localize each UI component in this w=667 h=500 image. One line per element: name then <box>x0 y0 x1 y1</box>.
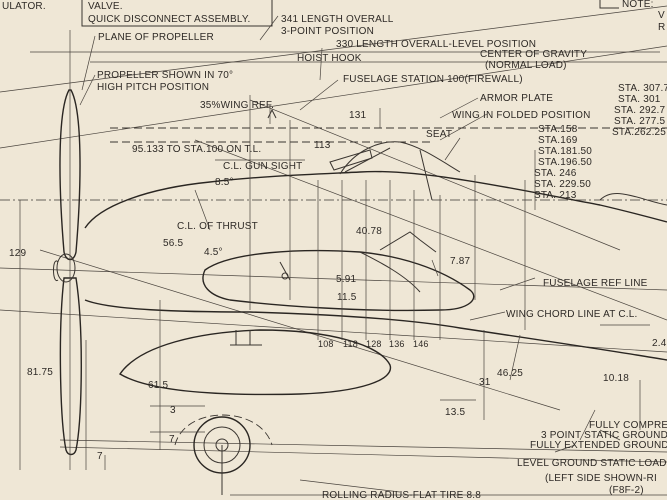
cockpit-details <box>267 108 437 281</box>
sta-to-100-label: 95.133 TO STA.100 ON T.L. <box>132 144 261 155</box>
length-overall-label: 341 LENGTH OVERALL <box>281 14 394 25</box>
length-level-label: 330 LENGTH OVERALL-LEVEL POSITION <box>336 39 536 50</box>
normal-load-label: (NORMAL LOAD) <box>485 60 567 71</box>
fuselage <box>84 141 667 361</box>
dim-4-5: 4.5° <box>204 247 223 258</box>
notes-line-1: ULATOR. <box>2 1 46 12</box>
dim-2-48: 2.48 <box>652 338 667 349</box>
dim-61-5: 61.5 <box>148 380 169 391</box>
dim-128: 128 <box>366 339 382 349</box>
sta-right-4: STA.262.25 <box>612 127 666 138</box>
dim-131: 131 <box>349 110 367 121</box>
wing-ref-label: 35%WING REF. <box>200 100 274 111</box>
sta-right-3: STA. 277.5 <box>614 116 666 127</box>
sta-center-1: STA.169 <box>538 135 578 146</box>
wing-chord-label: WING CHORD LINE AT C.L. <box>506 309 637 320</box>
static-ground-label: 3 POINT STATIC GROUND L <box>541 430 667 441</box>
construction-lines <box>0 5 667 496</box>
fully-extended-label: FULLY EXTENDED GROUND <box>530 440 667 451</box>
dim-81-75: 81.75 <box>27 367 53 378</box>
rolling-radius-label: ROLLING RADIUS-FLAT TIRE 8.8 <box>322 490 481 500</box>
sta-center-0: STA.158 <box>538 124 578 135</box>
dim-5-91: 5.91 <box>336 274 357 285</box>
sta-center-5: STA. 229.50 <box>534 179 591 190</box>
sta-right-2: STA. 292.7 <box>614 105 666 116</box>
notes-line-2: VALVE. <box>88 1 123 12</box>
stations-right: STA. 307.7 STA. 301 STA. 292.7 STA. 277.… <box>612 83 667 138</box>
note-v: V <box>658 10 665 21</box>
plane-of-propeller-label: PLANE OF PROPELLER <box>98 32 214 43</box>
dim-118: 118 <box>343 339 358 349</box>
hoist-hook-label: HOIST HOOK <box>297 53 362 64</box>
dim-40-78: 40.78 <box>356 226 382 237</box>
left-side-label: (LEFT SIDE SHOWN-RI <box>545 473 657 484</box>
drawing-labels: 341 LENGTH OVERALL 3-POINT POSITION PLAN… <box>97 14 667 500</box>
dim-31: 31 <box>479 377 491 388</box>
dim-46-25: 46.25 <box>497 368 523 379</box>
dim-13-5: 13.5 <box>445 407 466 418</box>
drop-tank <box>118 329 392 396</box>
dim-136: 136 <box>389 339 405 349</box>
seat-label: SEAT <box>426 129 452 140</box>
notes-line-3: QUICK DISCONNECT ASSEMBLY. <box>88 14 250 25</box>
note-r: R <box>658 22 665 33</box>
sta-right-1: STA. 301 <box>618 94 661 105</box>
fuselage-station-label: FUSELAGE STATION 100(FIREWALL) <box>343 74 523 85</box>
dim-7-87: 7.87 <box>450 256 471 267</box>
dim-113: 113 <box>314 140 331 151</box>
dim-7-b: 7 <box>97 451 103 462</box>
dim-11-5: 11.5 <box>337 292 357 303</box>
propeller-shown-label: PROPELLER SHOWN IN 70° <box>97 70 233 81</box>
dim-56-5: 56.5 <box>163 238 184 249</box>
three-point-label: 3-POINT POSITION <box>281 26 374 37</box>
dim-3: 3 <box>170 405 176 416</box>
landing-wheel <box>174 414 273 495</box>
fully-compress-label: FULLY COMPRES <box>589 420 667 431</box>
cl-thrust-label: C.L. OF THRUST <box>177 221 258 232</box>
sta-right-0: STA. 307.7 <box>618 83 667 94</box>
station-lines <box>249 95 536 340</box>
dim-10-18: 10.18 <box>603 373 629 384</box>
sta-center-4: STA. 246 <box>534 168 577 179</box>
propeller <box>53 30 82 470</box>
sta-center-2: STA.181.50 <box>538 146 592 157</box>
dim-146: 146 <box>413 339 429 349</box>
dimension-leaders <box>19 15 650 493</box>
notes-box: ULATOR. VALVE. QUICK DISCONNECT ASSEMBLY… <box>2 0 273 27</box>
dim-7-a: 7 <box>169 434 175 445</box>
armor-plate-label: ARMOR PLATE <box>480 93 553 104</box>
fuselage-ref-label: FUSELAGE REF LINE <box>543 278 648 289</box>
wing-folded-label: WING IN FOLDED POSITION <box>452 110 591 121</box>
sta-center-3: STA.196.50 <box>538 157 592 168</box>
dim-108: 108 <box>318 339 334 349</box>
center-gravity-label: CENTER OF GRAVITY <box>480 49 587 60</box>
top-right-notes: NOTE: V R <box>599 0 665 33</box>
stations-center: STA.158 STA.169 STA.181.50 STA.196.50 ST… <box>534 124 592 201</box>
level-ground-label: LEVEL GROUND STATIC LOAD- <box>517 458 667 469</box>
gun-sight-label: C.L. GUN SIGHT <box>223 161 302 172</box>
f8f2-label: (F8F-2) <box>609 485 644 496</box>
dim-8-5: 8.5° <box>215 177 234 188</box>
sta-center-6: STA. 213 <box>534 190 577 201</box>
high-pitch-label: HIGH PITCH POSITION <box>97 82 209 93</box>
dim-129: 129 <box>9 248 27 259</box>
note-label: NOTE: <box>622 0 654 10</box>
dimension-values: 131 113 8.5° 56.5 4.5° 40.78 7.87 5.91 1… <box>9 110 667 462</box>
